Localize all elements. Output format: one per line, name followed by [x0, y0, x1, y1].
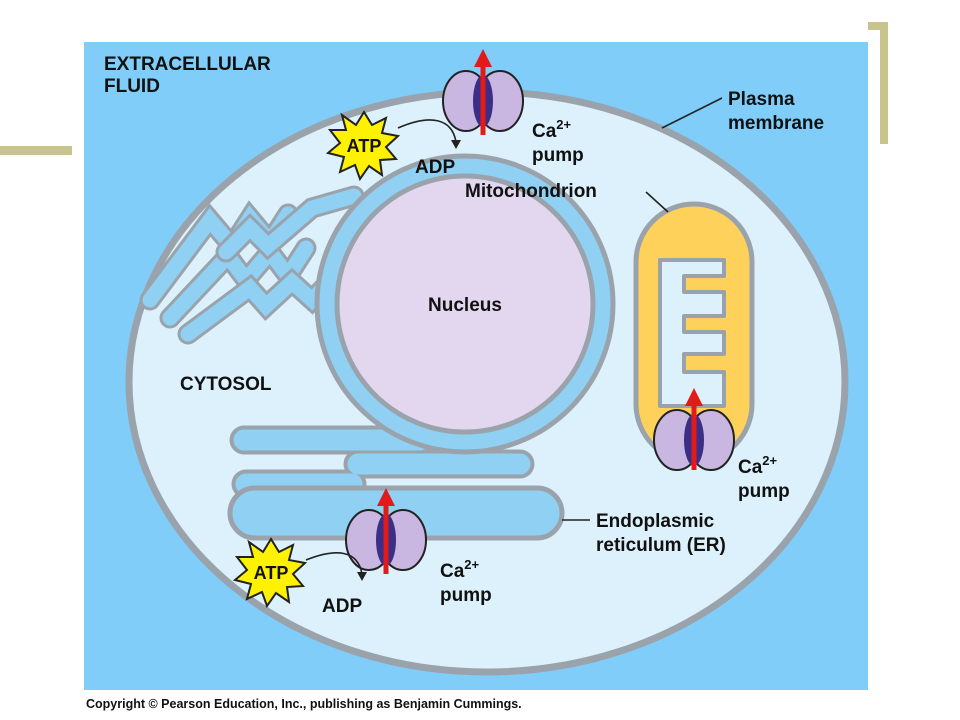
atp-label-bottom: ATP: [254, 563, 289, 583]
nuclear-envelope: [314, 153, 616, 455]
mitochondrion-label: Mitochondrion: [465, 181, 597, 202]
atp-adp-arrow-bottom: [305, 552, 363, 575]
pump-label-plasma: pump: [532, 145, 584, 166]
ca-label-mitochondrion: Ca2+: [738, 453, 778, 478]
ca-pump-er: [345, 488, 427, 574]
er-label-line2: reticulum (ER): [596, 535, 726, 556]
extracellular-label-line1: EXTRACELLULAR: [104, 54, 271, 75]
arrowhead-top: [451, 140, 461, 149]
er-label-line1: Endoplasmic: [596, 511, 715, 532]
accent-bar-left: [0, 146, 72, 155]
copyright-notice: Copyright © Pearson Education, Inc., pub…: [86, 697, 522, 711]
adp-label-bottom: ADP: [322, 596, 362, 617]
extracellular-label-line2: FLUID: [104, 76, 160, 97]
atp-burst-bottom: [232, 537, 308, 609]
ca-superscript-er: 2+: [464, 557, 479, 572]
ca-label-er: Ca2+: [440, 557, 480, 582]
ca-label-plasma: Ca2+: [532, 117, 572, 142]
atp-burst-top: [325, 110, 401, 182]
cytosol-label: CYTOSOL: [180, 374, 272, 395]
pump-label-mitochondrion: pump: [738, 481, 790, 502]
arrowhead-bottom: [357, 572, 367, 581]
pump-label-er: pump: [440, 585, 492, 606]
golgi-stacks: [139, 185, 365, 345]
nucleus: [334, 173, 596, 435]
leader-plasma: [661, 97, 723, 129]
plasma-membrane-label-line1: Plasma: [728, 89, 795, 110]
leader-mitochondrion: [645, 191, 669, 213]
accent-bracket-right: [868, 22, 888, 144]
ca-superscript-mitochondrion: 2+: [762, 453, 777, 468]
ca-pump-plasma: [442, 49, 524, 135]
nucleus-label: Nucleus: [428, 295, 502, 316]
ca-superscript-plasma: 2+: [556, 117, 571, 132]
atp-adp-arrow-top: [397, 119, 457, 143]
mitochondrion: [633, 201, 755, 465]
atp-label-top: ATP: [347, 136, 382, 156]
ca-pump-mitochondrion: [653, 388, 735, 471]
adp-label-top: ADP: [415, 157, 455, 178]
plasma-membrane-label-line2: membrane: [728, 113, 824, 134]
